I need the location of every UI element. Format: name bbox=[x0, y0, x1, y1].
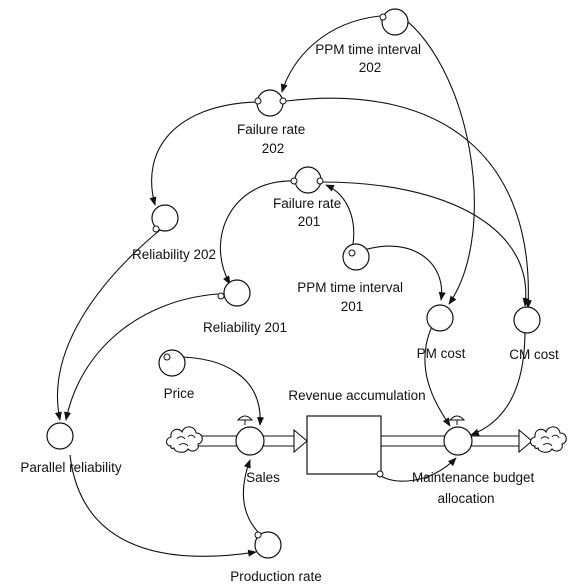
label-maintenance-budget: Maintenance budget allocation bbox=[412, 470, 538, 506]
link-reliability201-to-parallel bbox=[64, 293, 219, 421]
ppm-interval-202-node[interactable] bbox=[379, 8, 409, 36]
label-revenue-accumulation: Revenue accumulation bbox=[288, 388, 425, 403]
label-cm-cost: CM cost bbox=[509, 347, 559, 362]
label-sales: Sales bbox=[246, 470, 280, 485]
revenue-accumulation-stock[interactable] bbox=[306, 415, 382, 475]
link-parallel-to-productionrate bbox=[69, 454, 257, 557]
link-price-to-sales bbox=[167, 356, 265, 426]
source-cloud bbox=[165, 426, 203, 453]
cm-cost-node[interactable] bbox=[513, 306, 541, 334]
link-ppm201-to-pmcost bbox=[354, 245, 446, 301]
labels: PPM time interval 202 Failure rate 202 R… bbox=[20, 42, 559, 584]
link-failure202-to-cmcost bbox=[285, 97, 532, 309]
link-failure201-to-reliability201 bbox=[219, 180, 294, 285]
label-reliability-202: Reliability 202 bbox=[132, 247, 216, 262]
reliability-201-node[interactable] bbox=[217, 279, 251, 307]
pm-cost-node[interactable] bbox=[426, 304, 454, 332]
inflow-arrowhead bbox=[293, 428, 308, 454]
maintenance-valve[interactable] bbox=[443, 415, 473, 456]
label-failure-rate-202: Failure rate 202 bbox=[237, 122, 309, 156]
link-ppm202-to-pmcost bbox=[394, 11, 475, 305]
label-reliability-201: Reliability 201 bbox=[203, 320, 287, 335]
sink-cloud bbox=[529, 426, 567, 453]
link-revenue-to-maintenance bbox=[379, 457, 457, 482]
ppm-interval-201-node[interactable] bbox=[342, 243, 370, 271]
link-ppm202-to-failure202 bbox=[280, 15, 381, 93]
link-ppm201-to-failure201 bbox=[325, 184, 355, 251]
failure-rate-201-node[interactable] bbox=[290, 166, 324, 194]
sales-valve[interactable] bbox=[235, 415, 265, 456]
link-productionrate-to-sales bbox=[242, 459, 259, 533]
label-ppm-interval-202: PPM time interval 202 bbox=[315, 42, 425, 75]
label-ppm-interval-201: PPM time interval 201 bbox=[297, 280, 407, 314]
label-failure-rate-201: Failure rate 201 bbox=[273, 196, 345, 229]
link-failure202-to-reliability202 bbox=[149, 101, 257, 206]
failure-rate-202-node[interactable] bbox=[254, 89, 287, 117]
causal-links bbox=[54, 11, 532, 557]
label-pm-cost: PM cost bbox=[417, 346, 466, 361]
link-reliability202-to-parallel bbox=[54, 229, 161, 421]
reliability-202-node[interactable] bbox=[151, 204, 179, 233]
price-node[interactable] bbox=[158, 349, 186, 377]
parallel-reliability-node[interactable] bbox=[46, 422, 74, 450]
label-parallel-reliability: Parallel reliability bbox=[20, 460, 122, 475]
link-cmcost-to-maintenance bbox=[470, 329, 526, 436]
link-pmcost-to-maintenance bbox=[424, 321, 451, 427]
production-rate-node[interactable] bbox=[254, 531, 282, 559]
label-price: Price bbox=[164, 386, 195, 401]
link-failure201-to-cmcost bbox=[321, 181, 530, 307]
outflow-arrowhead bbox=[518, 428, 533, 454]
revenue-link-knob bbox=[376, 470, 384, 478]
label-production-rate: Production rate bbox=[230, 569, 322, 584]
